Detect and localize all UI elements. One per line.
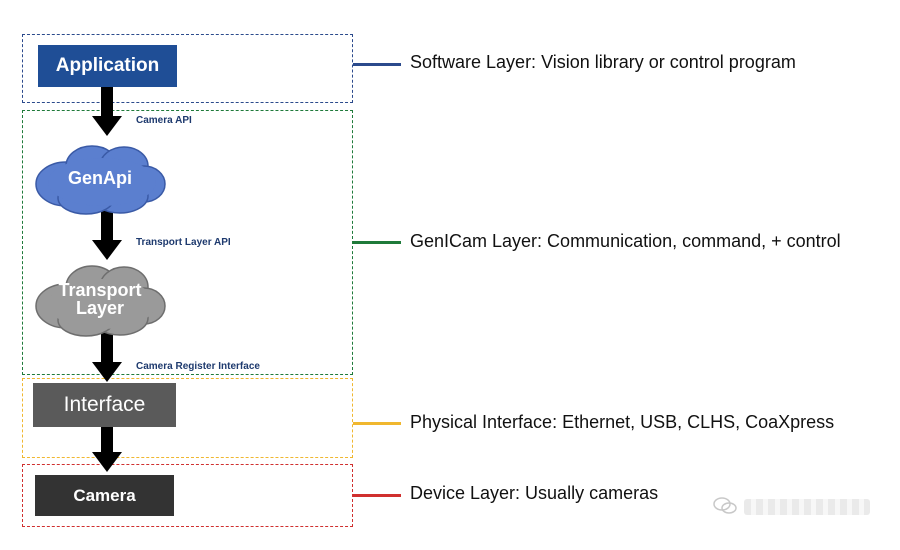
genicam-layer-description: GenICam Layer: Communication, command, +… [410,231,841,251]
physical-interface-layer-box [22,378,353,458]
transport-layer-api-label: Transport Layer API [136,237,231,248]
genapi-cloud: GenApi [32,140,168,216]
transport-layer-cloud: Transport Layer [32,260,168,338]
application-node: Application [38,45,177,87]
software-layer-connector [353,63,401,66]
interface-node: Interface [33,383,176,427]
software-layer-description: Software Layer: Vision library or contro… [410,52,796,72]
camera-api-label: Camera API [136,115,192,126]
watermark [712,493,872,521]
watermark-logo-icon [713,497,737,514]
genicam-layer-box [22,110,353,375]
down-arrow-icon [92,206,122,260]
watermark-blurred-text [744,499,870,515]
device-layer-description: Device Layer: Usually cameras [410,483,659,503]
transport-layer-label: Transport Layer [58,280,142,318]
physical-interface-connector [353,422,401,425]
down-arrow-icon [92,330,122,382]
down-arrow-icon [92,426,122,472]
physical-interface-description: Physical Interface: Ethernet, USB, CLHS,… [410,412,835,432]
cloud-shape-icon [35,265,166,337]
cloud-shape-icon [35,145,166,215]
genicam-layer-connector [353,241,401,244]
camera-register-interface-label: Camera Register Interface [136,361,260,372]
device-layer-box [22,464,353,527]
camera-node: Camera [35,475,174,516]
genapi-label: GenApi [67,168,132,188]
down-arrow-icon [92,86,122,136]
device-layer-connector [353,494,401,497]
software-layer-box [22,34,353,103]
